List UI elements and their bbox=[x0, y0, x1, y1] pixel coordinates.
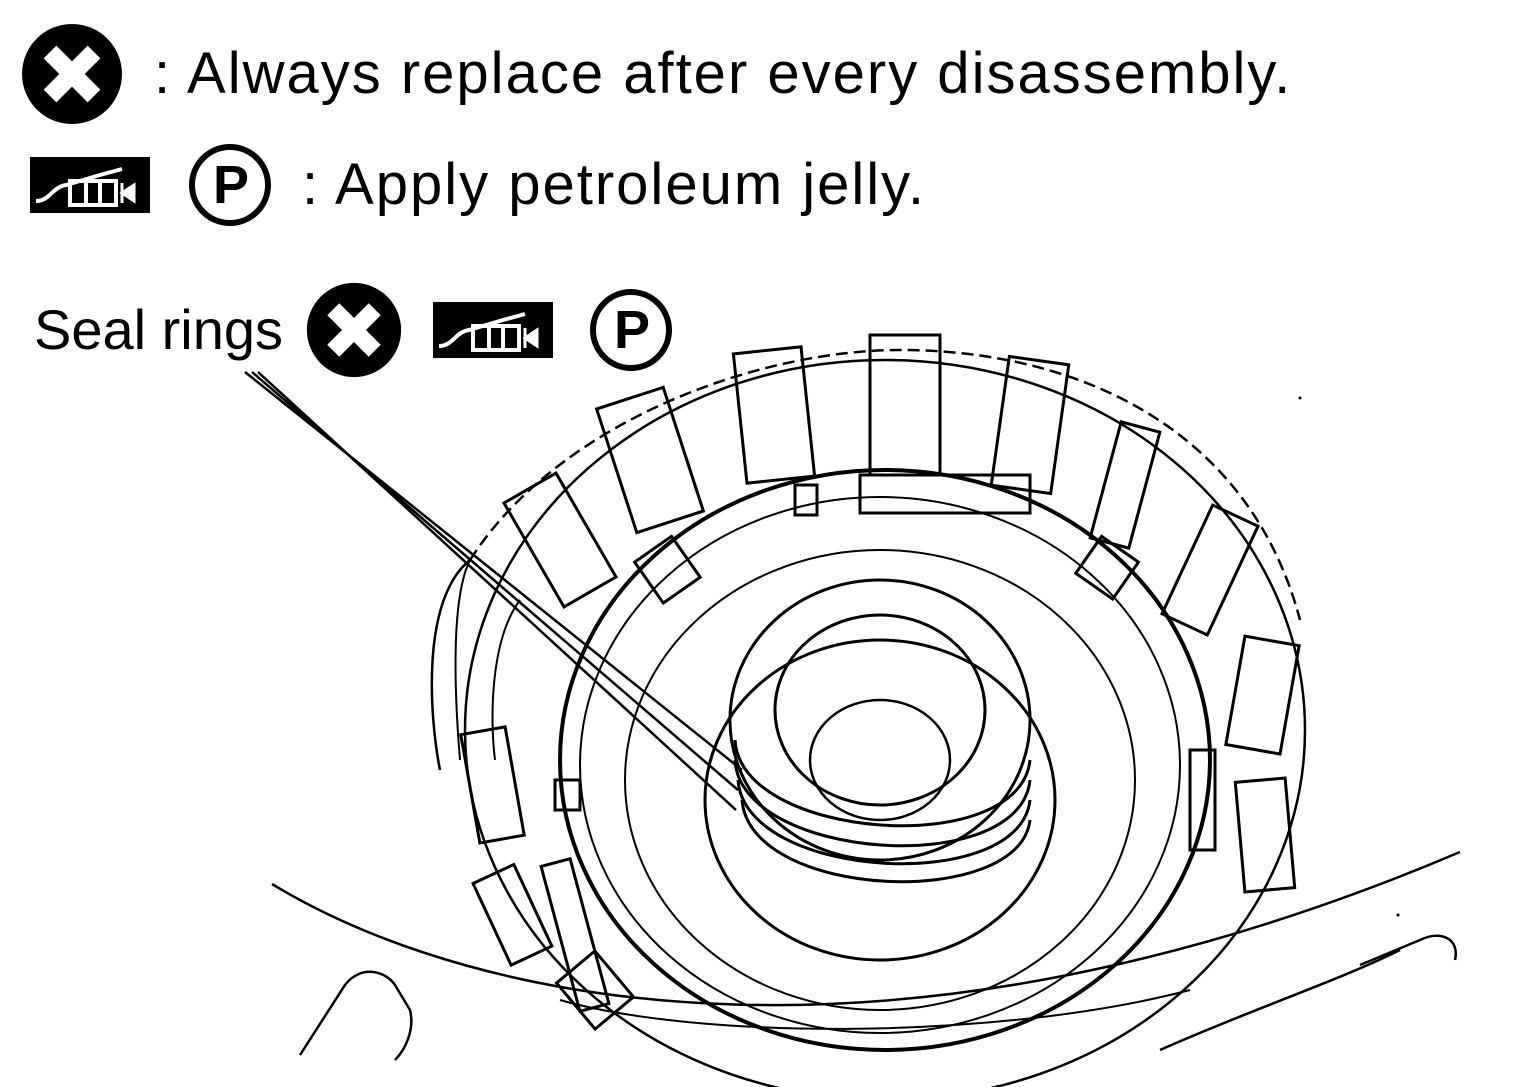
seal-ring-groove-3 bbox=[736, 779, 1032, 866]
legend-replace-row: : Always replace after every disassembly… bbox=[20, 22, 1292, 126]
circled-x-icon bbox=[306, 282, 402, 378]
svg-text:P: P bbox=[614, 300, 650, 360]
circled-p-icon: P bbox=[189, 144, 271, 226]
drum-outer bbox=[463, 358, 1307, 1087]
callout-leader bbox=[244, 371, 743, 811]
drum-outer-arc bbox=[468, 348, 1302, 621]
svg-text:P: P bbox=[213, 155, 249, 215]
seal-ring-groove-1 bbox=[733, 739, 1032, 828]
grease-gun-icon bbox=[433, 302, 554, 358]
grease-gun-icon bbox=[30, 157, 150, 213]
drum-inner-ring bbox=[558, 468, 1212, 1052]
seal-rings-label: Seal rings bbox=[34, 298, 284, 361]
hub-outer bbox=[728, 578, 1032, 862]
circled-p-icon: P bbox=[590, 289, 673, 371]
seal-rings-callout: Seal rings P bbox=[34, 282, 673, 378]
legend-petroleum-row: P : Apply petroleum jelly. bbox=[20, 144, 926, 226]
legend-petroleum-text: : Apply petroleum jelly. bbox=[302, 152, 926, 217]
housing-arc bbox=[271, 850, 1461, 1007]
circled-x-icon bbox=[22, 24, 122, 124]
housing-arc-inner bbox=[559, 989, 1191, 1030]
legend-replace-text: : Always replace after every disassembly… bbox=[154, 41, 1293, 106]
inner-ring-slots bbox=[539, 473, 1217, 1014]
seal-ring-groove-4 bbox=[740, 799, 1032, 884]
hub-inner bbox=[773, 613, 987, 807]
seal-ring-groove-2 bbox=[733, 759, 1032, 848]
